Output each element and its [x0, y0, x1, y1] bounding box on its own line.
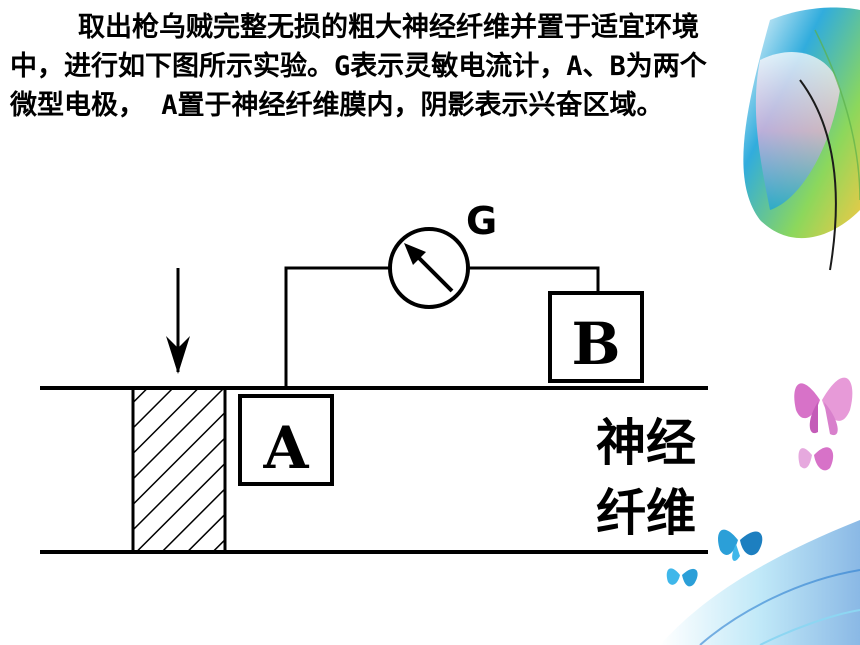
electrode-b-label: B — [571, 310, 620, 378]
feather-decoration-bottom — [660, 520, 860, 645]
galvanometer — [388, 227, 470, 309]
electrode-b — [548, 291, 644, 383]
butterfly-pink-small-icon — [798, 447, 834, 471]
electrode-a — [238, 394, 334, 486]
butterfly-blue-icon — [718, 529, 763, 561]
excited-region — [131, 386, 227, 554]
wire-g-to-b — [468, 266, 600, 293]
feather-decoration — [743, 7, 860, 271]
butterfly-pink-icon — [794, 377, 853, 436]
electrode-a-label: A — [262, 414, 309, 482]
fiber-label-line1: 神经 — [596, 414, 696, 472]
stimulus-arrow-icon — [166, 268, 190, 374]
butterfly-blue-small-icon — [666, 568, 698, 587]
wire-a-to-g — [284, 266, 390, 388]
galvanometer-label: G — [466, 199, 497, 243]
fiber-label-line2: 纤维 — [596, 484, 696, 542]
question-text: 取出枪乌贼完整无损的粗大神经纤维并置于适宜环境中，进行如下图所示实验。G表示灵敏… — [10, 12, 707, 121]
